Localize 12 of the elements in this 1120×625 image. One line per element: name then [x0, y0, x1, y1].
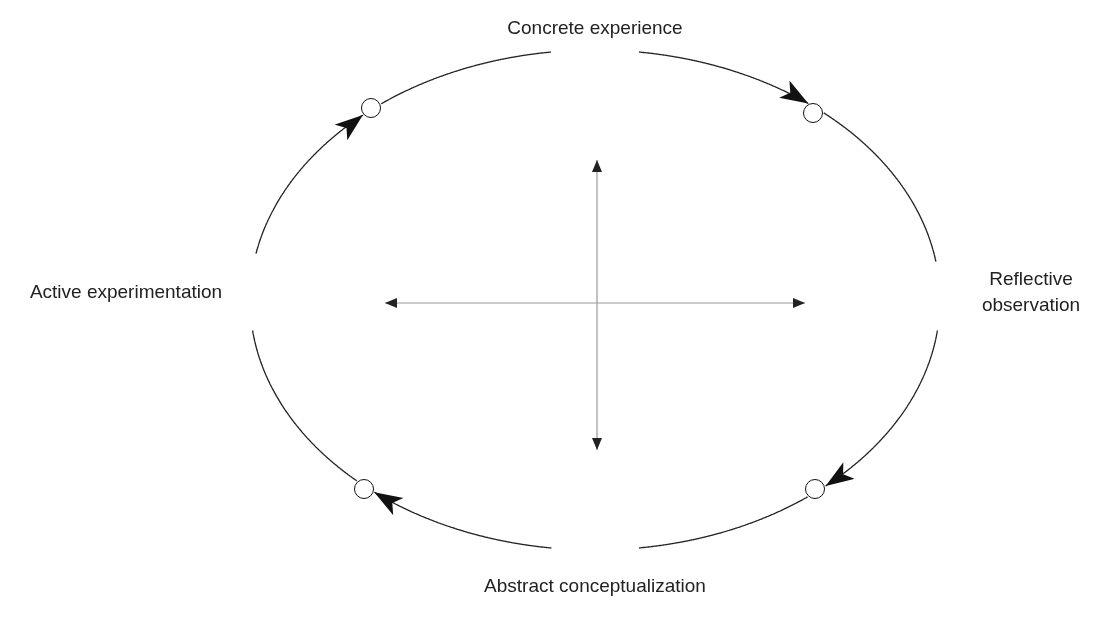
- stage-label: Reflective observation: [944, 262, 1118, 322]
- cycle-node-circle: [354, 479, 374, 499]
- cycle-node-circle: [803, 103, 823, 123]
- cycle-arrow: [255, 114, 364, 255]
- cycle-arrow: [373, 491, 553, 549]
- stage-label: Active experimentation: [4, 262, 248, 322]
- stage-label: Concrete experience: [470, 12, 720, 44]
- cycle-node-circle: [805, 479, 825, 499]
- stage-label: Abstract conceptualization: [460, 556, 730, 616]
- cycle-arrow: [638, 51, 809, 105]
- cycle-arrow: [824, 329, 939, 487]
- cycle-node-circle: [361, 98, 381, 118]
